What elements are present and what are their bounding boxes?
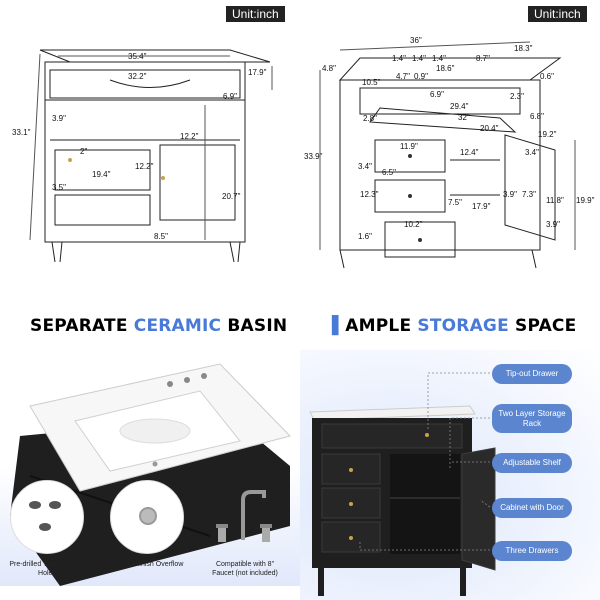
open-dimension-panel: Unit:inch 36" 18.3" 4.8" 1.4" 1.4" 1: [300, 0, 600, 290]
dim-label: 3.9": [546, 220, 560, 229]
dim-label: 4.7": [396, 72, 410, 81]
front-vanity-drawing: [29, 49, 273, 263]
callout-tipout-drawer: Tip-out Drawer: [492, 364, 572, 384]
faucet-holes-detail: [10, 480, 84, 554]
storage-panel: ▌AMPLE STORAGE SPACE Tip-out Drawer Two …: [300, 300, 600, 600]
dim-label: 2": [80, 147, 88, 156]
dim-label: 12.3": [360, 190, 379, 199]
dim-label: 7.5": [448, 198, 462, 207]
dim-label: 6.8": [530, 112, 544, 121]
dim-label: 3.4": [358, 162, 372, 171]
callout-three-drawers: Three Drawers: [492, 541, 572, 561]
dim-label: 1.4": [412, 54, 426, 63]
dim-label: 18.6": [436, 64, 455, 73]
dim-label: 10.2": [404, 220, 423, 229]
unit-badge: Unit:inch: [528, 6, 587, 22]
dim-label: 32": [458, 113, 470, 122]
dim-label: 7.3": [522, 190, 536, 199]
faucet-illustration: [210, 490, 280, 546]
callout-lines: [359, 372, 491, 551]
dim-label: 2.3": [510, 92, 524, 101]
dim-label: 0.6": [540, 72, 554, 81]
dim-label: 32.2": [128, 72, 147, 81]
dim-label: 1.4": [432, 54, 446, 63]
dim-label: 19.9": [576, 196, 595, 205]
dim-label: 29.4": [450, 102, 469, 111]
drawer-knob: [425, 433, 429, 437]
dim-label: 33.9": [304, 152, 323, 161]
dim-label: 3.9": [503, 190, 517, 199]
front-dimension-panel: Unit:inch: [0, 0, 300, 290]
callout-cabinet-door: Cabinet with Door: [492, 498, 572, 518]
dim-label: 8.5": [154, 232, 168, 241]
dim-label: 6.5": [382, 168, 396, 177]
cabinet-photo: [309, 405, 496, 596]
dim-label: 8.7": [476, 54, 490, 63]
dim-label: 3.9": [52, 114, 66, 123]
dim-label: 20.4": [480, 124, 499, 133]
dim-label: 3.5": [52, 183, 66, 192]
drawer-knob: [349, 468, 353, 472]
dim-label: 17.9": [248, 68, 267, 77]
unit-badge: Unit:inch: [226, 6, 285, 22]
dim-label: 12.2": [135, 162, 154, 171]
callout-adjustable-shelf: Adjustable Shelf: [492, 453, 572, 473]
dim-label: 17.9": [472, 202, 491, 211]
dim-label: 0.9": [414, 72, 428, 81]
dim-label: 3.4": [525, 148, 539, 157]
caption: Pre-drilled Three Faucet Holes: [9, 561, 85, 578]
dim-label: 2.8": [363, 114, 377, 123]
dim-label: 10.5": [362, 78, 381, 87]
dim-label: 6.9": [223, 92, 237, 101]
heading-bar-icon: ▌: [332, 316, 346, 336]
dim-label: 11.9": [400, 142, 418, 151]
section-heading: ▌AMPLE STORAGE SPACE: [332, 316, 577, 336]
dim-label: 19.2": [538, 130, 557, 139]
dim-label: 19.4": [92, 170, 111, 179]
dim-label: 20.7": [222, 192, 241, 201]
dim-label: 12.4": [460, 148, 479, 157]
overflow-detail: [110, 480, 184, 554]
caption: Chrome finish Overflow: [110, 561, 184, 568]
dim-label: 1.4": [392, 54, 406, 63]
dim-label: 12.2": [180, 132, 199, 141]
drawer-knob: [349, 502, 353, 506]
dim-label: 11.8": [546, 196, 564, 205]
dim-label: 4.8": [322, 64, 336, 73]
section-heading: SEPARATE CERAMIC BASIN: [30, 316, 288, 336]
dim-label: 35.4": [128, 52, 147, 61]
dim-label: 33.1": [12, 128, 31, 137]
basin-panel: SEPARATE CERAMIC BASIN: [0, 300, 300, 600]
dim-label: 6.9": [430, 90, 444, 99]
open-vanity-drawing: [319, 41, 576, 269]
dim-label: 36": [410, 36, 422, 45]
dim-label: 18.3": [514, 44, 533, 53]
caption: Compatible with 8" Faucet (not included): [212, 561, 278, 578]
callout-storage-rack: Two Layer Storage Rack: [492, 404, 572, 434]
dim-label: 1.6": [358, 232, 372, 241]
drawer-knob: [349, 536, 353, 540]
